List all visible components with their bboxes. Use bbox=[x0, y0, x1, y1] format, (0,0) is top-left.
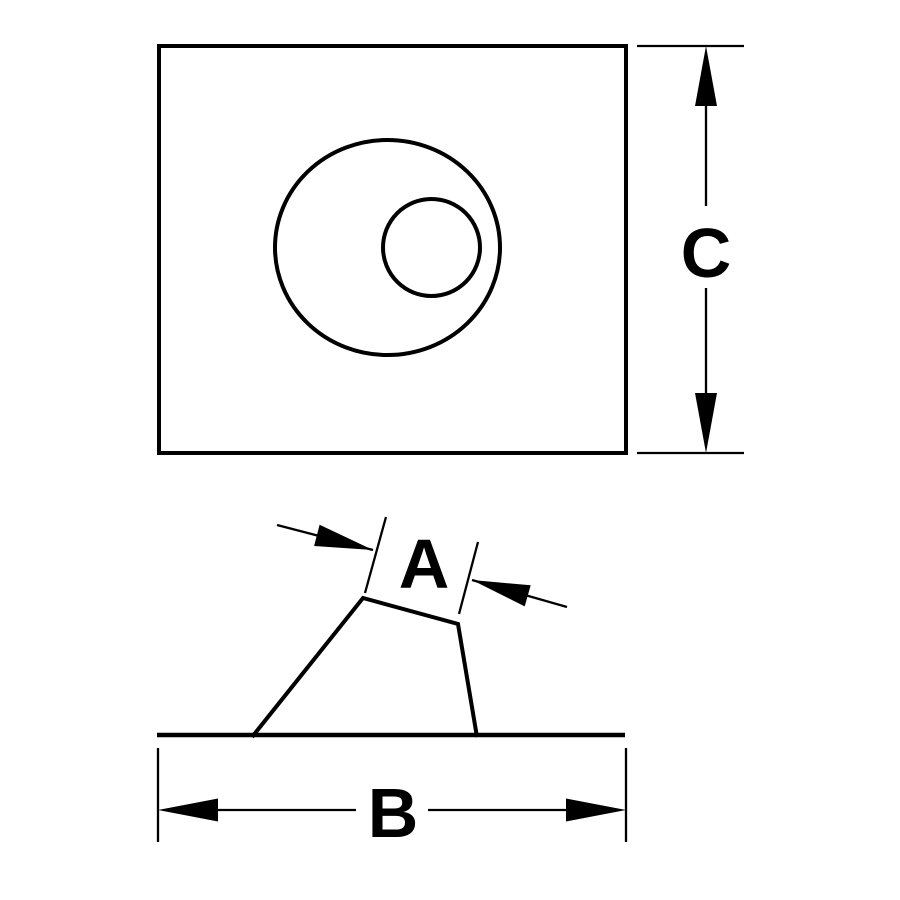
outer-circle bbox=[273, 138, 502, 357]
dim-a-label: A bbox=[399, 525, 450, 603]
top-view bbox=[157, 44, 628, 455]
dim-a-ext-left bbox=[363, 516, 388, 594]
dim-b-arrowhead-left bbox=[158, 798, 218, 822]
dim-b-label: B bbox=[368, 774, 419, 852]
dimension-b: B bbox=[156, 748, 628, 852]
dim-a-ext-right bbox=[457, 541, 480, 615]
dim-c-arrowhead-down bbox=[695, 393, 717, 453]
dim-c-arrowhead-up bbox=[695, 46, 717, 106]
dimension-a: A bbox=[276, 516, 568, 615]
inner-circle bbox=[381, 197, 482, 298]
dimension-c: C bbox=[637, 44, 744, 455]
dim-a-arrowhead-right bbox=[472, 580, 531, 607]
base-plate-outline bbox=[157, 44, 628, 455]
side-view bbox=[157, 595, 625, 739]
dim-c-label: C bbox=[681, 214, 732, 292]
dim-a-arrowhead-left bbox=[314, 524, 373, 550]
dim-b-arrowhead-right bbox=[566, 798, 626, 822]
cone-profile bbox=[250, 595, 479, 739]
